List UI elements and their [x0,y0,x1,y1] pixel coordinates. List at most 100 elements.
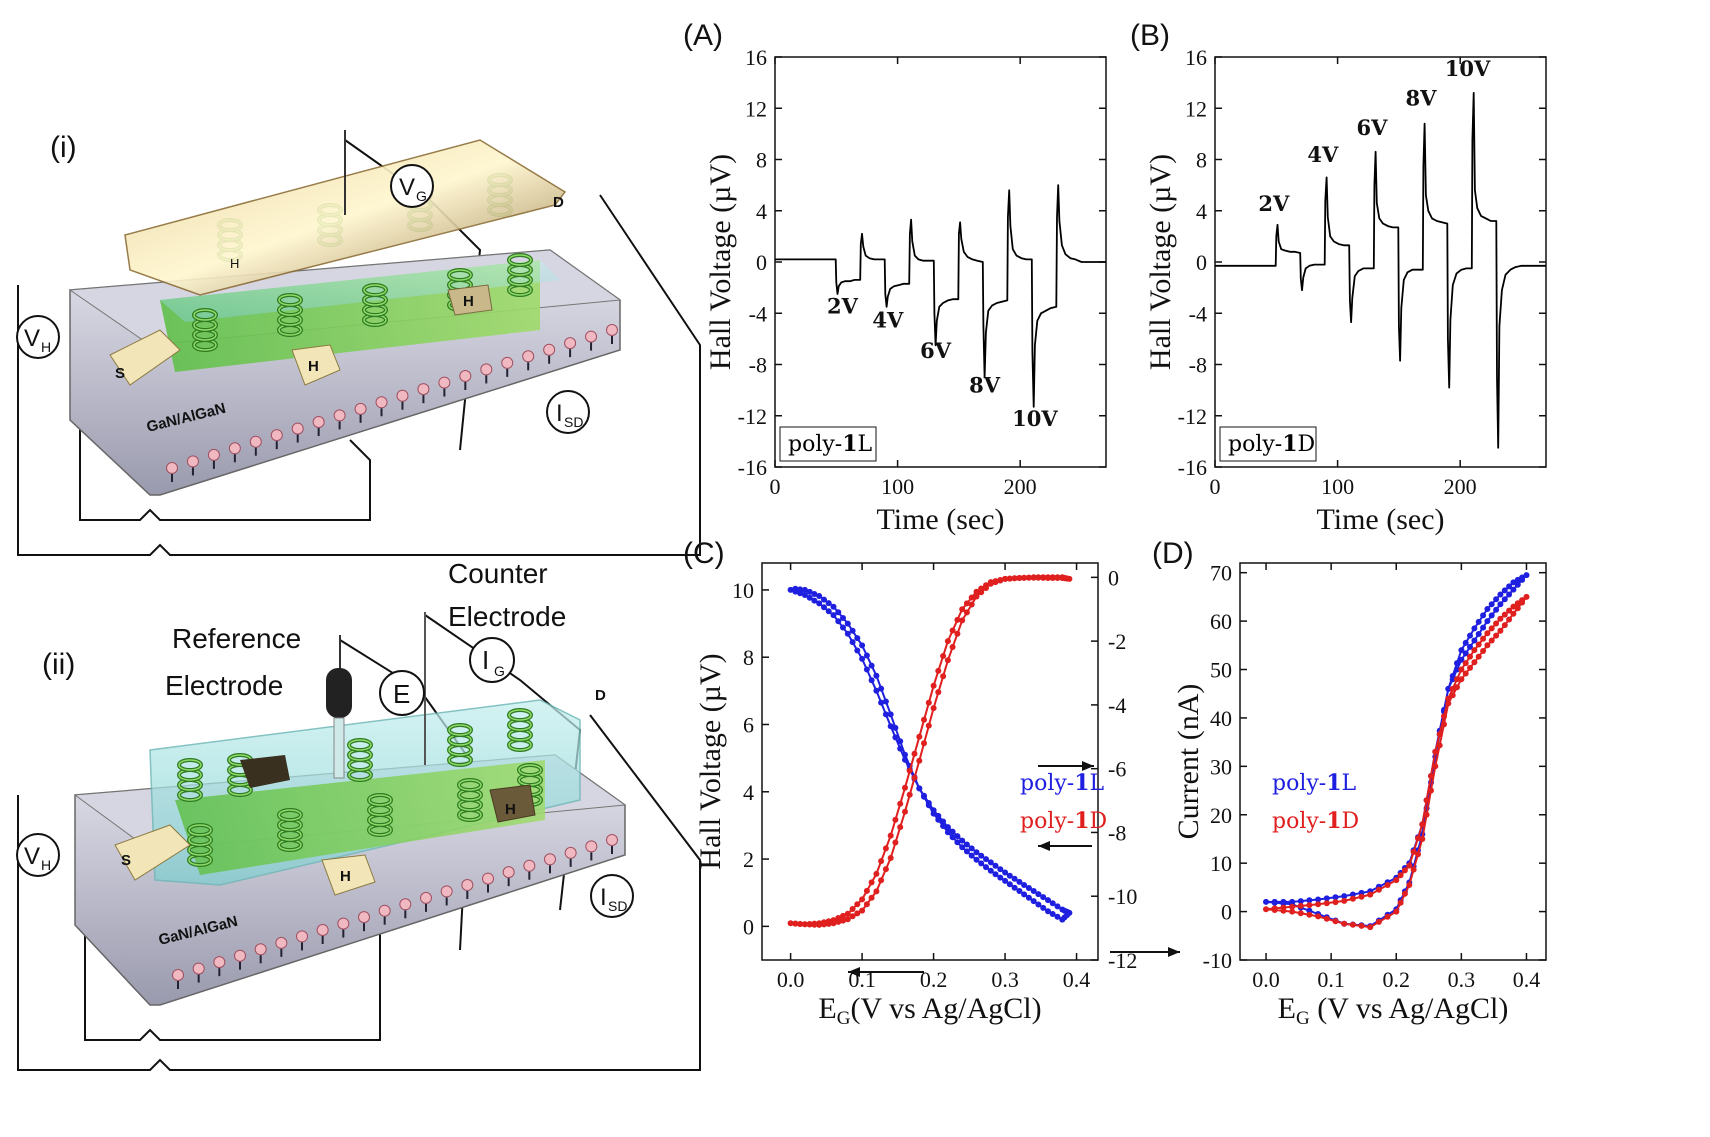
series-point-D-0-10-2 [1467,632,1473,639]
ytick-label-A-8: -16 [738,455,767,480]
series-point-C-0-7-1 [892,734,899,741]
y2tick-label-C-3: -6 [1108,757,1126,782]
ytick-label-D-1: 60 [1210,609,1232,634]
series-point-C-0-16-2 [1025,885,1032,891]
series-point-D-1-26-1 [1358,922,1365,929]
series-point-C-0-17-1 [1035,891,1042,898]
series-point-C-1-6-1 [878,858,885,865]
series-point-D-1-18-2 [1475,653,1482,660]
series-point-C-0-2-1 [821,604,827,611]
ytick-label-B-6: -8 [1189,353,1207,378]
series-point-D-1-12-1 [1488,625,1495,632]
series-point-C-1-9-1 [921,716,927,723]
series-point-C-1-8-0 [902,784,908,791]
polymer-channel-ii [175,760,545,875]
series-point-D-1-28-0 [1315,913,1322,920]
series-point-D-1-17-0 [1497,627,1504,634]
series-point-C-1-36-2 [835,918,842,925]
charge-ii-dot-7 [316,924,329,936]
series-point-C-0-37-0 [830,603,837,610]
series-point-C-1-25-2 [992,579,999,586]
series-point-C-0-14-0 [987,859,994,866]
xtick-label-B-2: 200 [1444,474,1477,499]
series-point-C-1-28-2 [949,644,956,650]
sample-label-A: poly-1L [788,431,873,457]
series-point-C-0-1-2 [811,597,818,604]
xtick-label-D-4: 0.4 [1513,967,1541,992]
series-point-C-0-37-1 [825,600,832,607]
series-point-C-0-21-0 [1059,916,1066,923]
charge-i-dot-16 [501,356,514,369]
schematic-i: (i) S H H D H GaN/AlGaN V G [16,130,701,556]
series-point-C-0-27-0 [973,856,980,863]
series-point-C-0-29-0 [944,829,951,836]
charge-ii-dot-17 [523,859,536,872]
series-point-D-0-2-0 [1315,896,1322,903]
series-point-C-1-10-2 [940,653,947,659]
ytick-label-A-3: 4 [756,199,767,224]
series-point-C-0-5-2 [868,677,875,684]
plot-frame-C [761,562,1099,961]
series-point-D-1-13-2 [1506,607,1513,614]
voltage-annotation-A-2: 6V [920,338,952,363]
series-point-D-1-21-0 [1445,700,1452,707]
charge-ii-dot-18 [544,853,556,866]
series-point-D-0-11-0 [1471,625,1478,632]
series-point-D-1-22-2 [1423,811,1430,818]
series-point-C-0-13-0 [973,849,980,856]
series-point-C-1-32-0 [902,808,908,815]
series-point-C-0-6-1 [878,699,885,706]
xtick-label-A-2: 200 [1004,474,1037,499]
charge-i-dot-18 [543,343,556,356]
helix-ii-7 [447,723,473,767]
legend-entry-C-1: poly-1D [1020,808,1107,834]
series-point-D-1-8-0 [1432,748,1439,755]
charge-ii-dot-4 [254,943,267,956]
sample-box-B [1219,426,1317,462]
xtick-label-C-3: 0.3 [991,967,1019,992]
series-point-D-1-22-1 [1428,787,1434,794]
vh-meter-ii: V H [16,833,60,877]
charge-ii-dot-14 [461,879,474,891]
series-point-D-1-4-0 [1367,891,1374,898]
series-point-C-0-23-1 [1025,894,1032,901]
series-point-D-1-15-1 [1519,599,1526,606]
series-point-D-0-18-0 [1484,618,1491,625]
series-point-C-0-27-1 [968,852,975,859]
y2tick-label-C-5: -10 [1108,884,1137,909]
voltage-annotation-A-4: 10V [1012,406,1058,431]
svg-text:I: I [556,400,563,427]
series-point-C-1-28-0 [959,617,966,624]
series-point-C-0-22-0 [1045,908,1051,915]
series-point-C-0-28-2 [949,834,956,841]
series-point-D-1-19-0 [1471,659,1478,666]
series-point-C-0-30-0 [930,810,937,817]
series-point-C-1-7-2 [897,800,904,807]
series-point-C-1-13-0 [973,588,980,595]
series-point-C-0-3-1 [835,618,842,625]
svg-text:V: V [399,174,415,201]
series-point-C-0-28-1 [954,839,961,846]
isd-meter-ii: I SD [590,874,634,918]
series-point-C-1-3-2 [840,912,846,919]
y-axis-title-D: Current (nA) [1172,684,1205,840]
voltage-annotation-B-0: 2V [1258,191,1290,216]
series-point-D-1-16-2 [1501,622,1508,629]
series-point-D-1-6-1 [1410,848,1417,855]
series-point-C-0-7-2 [897,745,904,752]
charge-dots-ii [172,834,618,989]
hall-label-front: H [308,358,319,375]
ytick-label-D-8: -10 [1203,948,1232,973]
counter-electrode-label-2: Electrode [448,601,566,632]
helix-ii-1 [277,808,303,852]
svg-text:H: H [41,339,51,355]
series-point-C-1-30-2 [921,740,927,747]
series-point-C-1-35-0 [859,907,866,914]
series-point-D-1-11-0 [1471,647,1478,654]
series-point-D-1-23-2 [1410,866,1417,873]
series-point-C-0-38-2 [806,588,813,595]
ytick-label-A-1: 12 [745,96,767,121]
series-point-C-1-12-0 [959,606,966,613]
